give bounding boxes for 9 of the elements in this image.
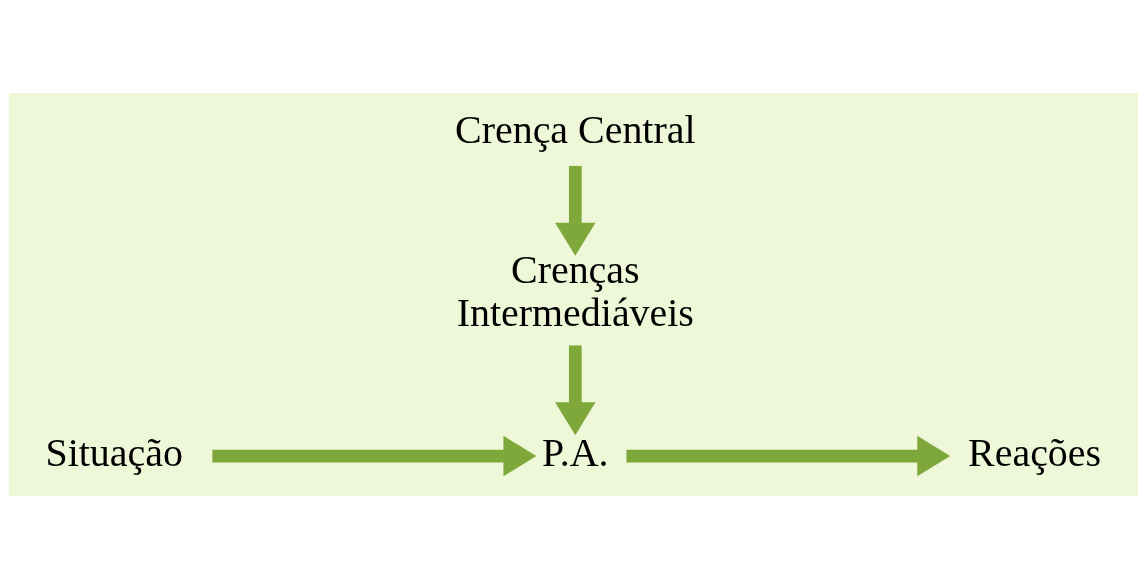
node-text: Reações <box>968 429 1102 475</box>
arrow <box>212 435 537 476</box>
node-text: P.A. <box>542 429 609 475</box>
node-text: Situação <box>45 429 183 475</box>
arrow <box>626 435 951 476</box>
arrow <box>555 165 596 256</box>
node-text: Crença Central <box>455 106 696 152</box>
arrow <box>555 344 596 435</box>
node-text: Crenças Intermediáveis <box>456 246 694 335</box>
